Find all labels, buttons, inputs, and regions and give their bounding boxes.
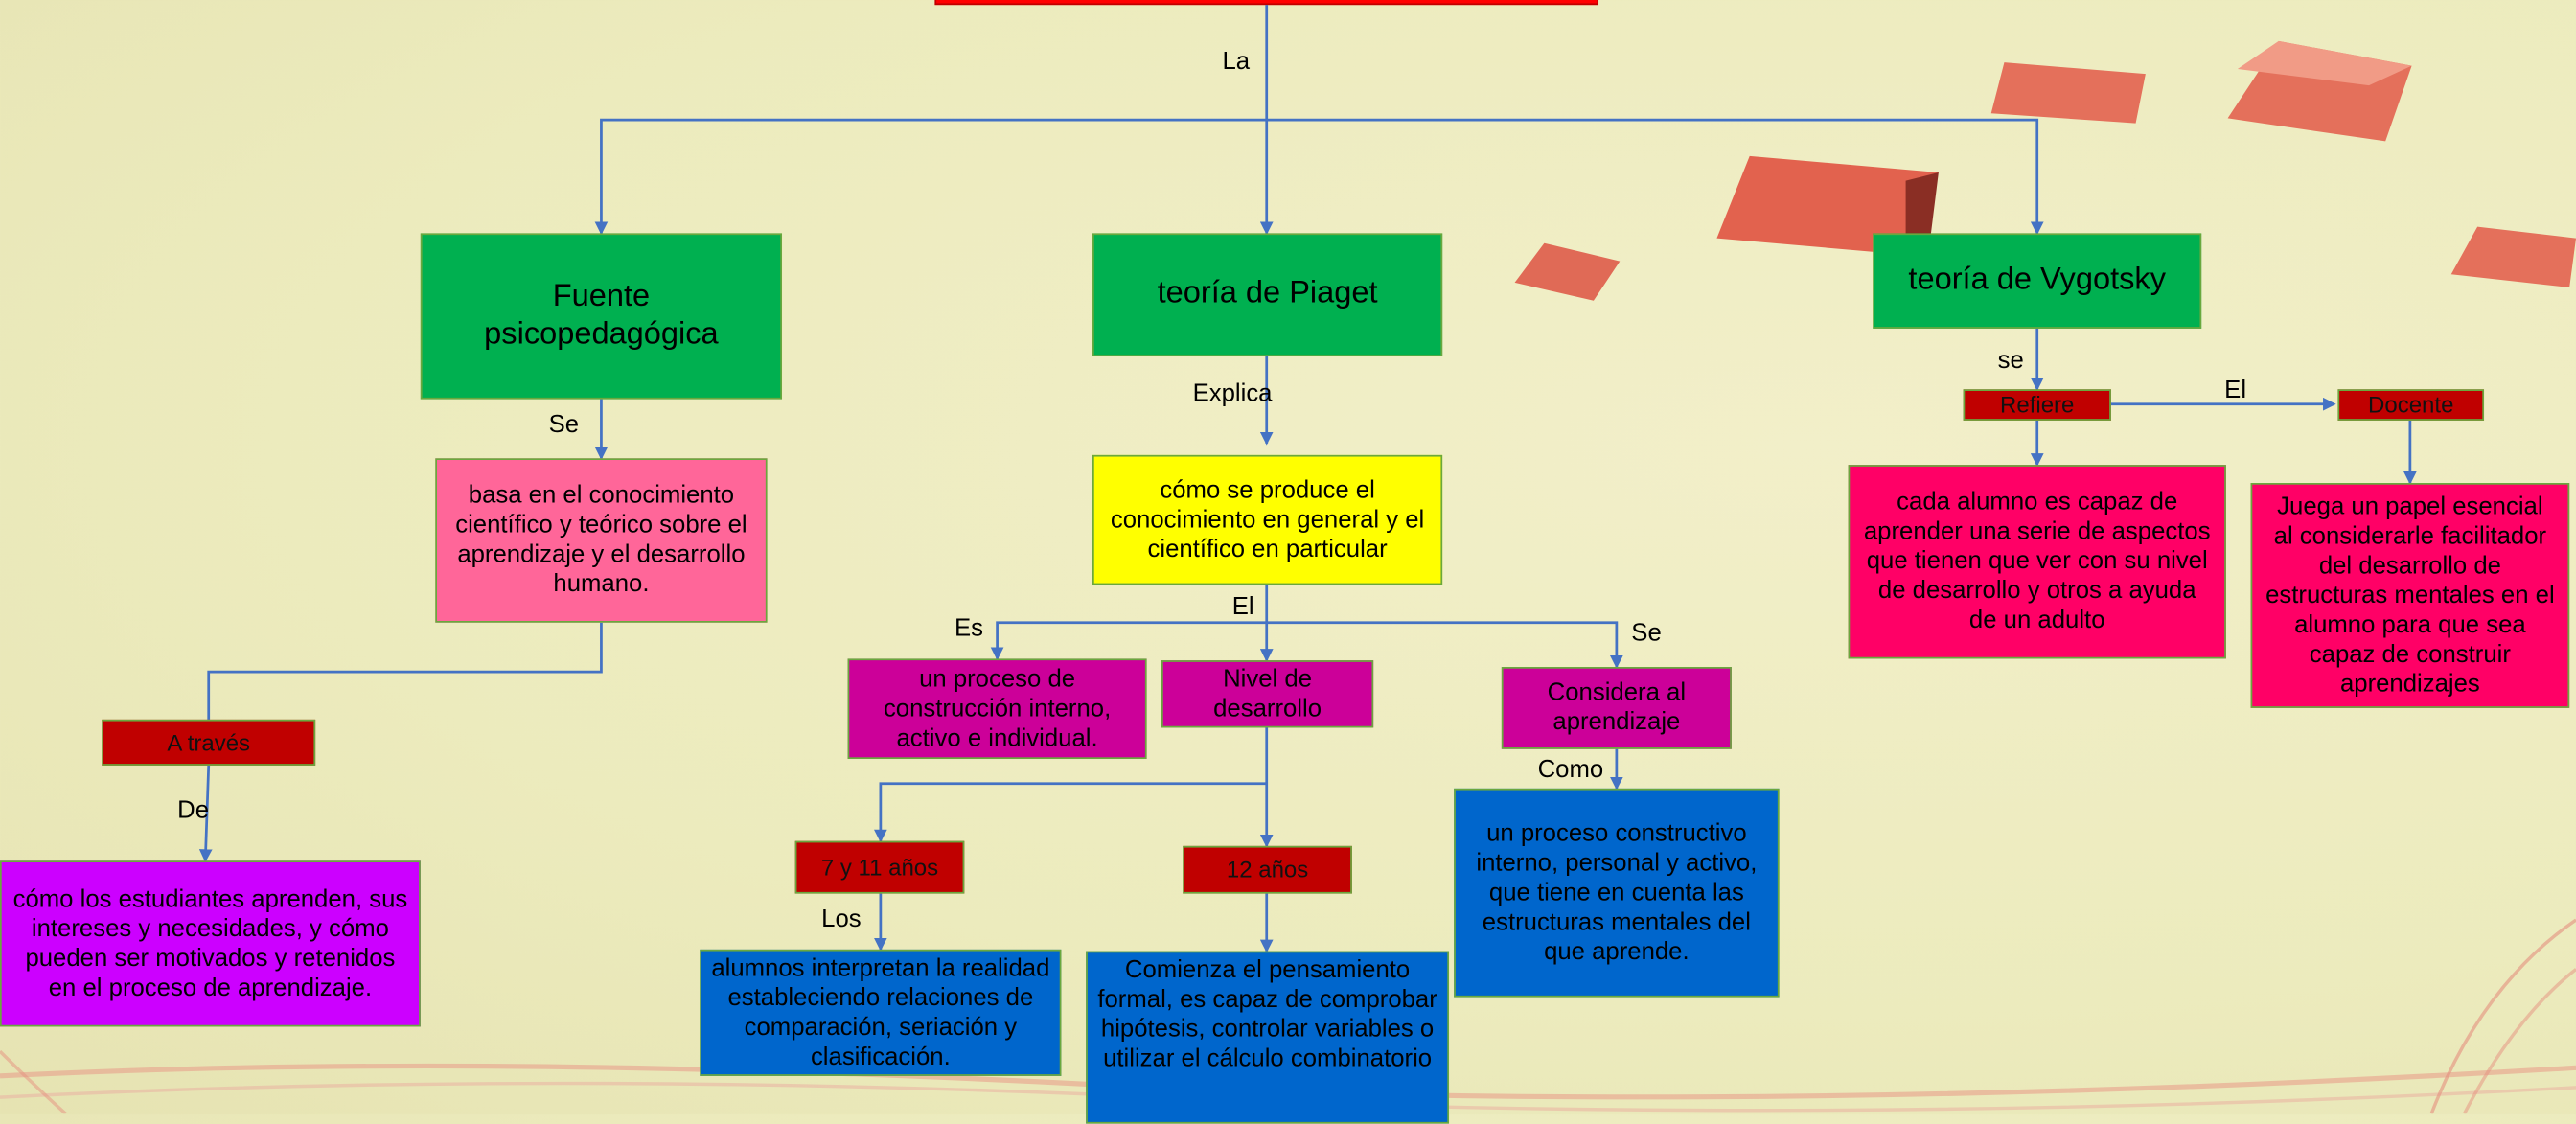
node-cada-alumno: cada alumno es capaz de aprender una ser… — [1848, 465, 2226, 659]
node-basa-conocimiento: basa en el conocimiento científico y teó… — [435, 458, 768, 623]
node-considera-aprendizaje: Considera al aprendizaje — [1501, 667, 1732, 749]
node-nivel-desarrollo: Nivel de desarrollo — [1162, 660, 1374, 728]
connector-el-piaget: El — [1231, 592, 1254, 622]
connector-como: Como — [1537, 755, 1604, 784]
node-comienza-pensamiento: Comienza el pensamiento formal, es capaz… — [1086, 951, 1450, 1124]
node-alumnos-interpretan: alumnos interpretan la realidad establec… — [700, 949, 1062, 1076]
node-a-traves: A través — [102, 719, 316, 766]
root-node — [934, 0, 1599, 6]
node-proceso-constructivo: un proceso constructivo interno, persona… — [1454, 788, 1780, 998]
node-juega-papel: Juega un papel esencial al considerarle … — [2250, 483, 2570, 708]
node-teoria-vygotsky: teoría de Vygotsky — [1873, 233, 2202, 329]
node-12-anos: 12 años — [1183, 845, 1352, 894]
node-fuente-psicopedagogica: Fuente psicopedagógica — [420, 233, 783, 400]
connector-se-fuente: Se — [548, 410, 580, 439]
connector-es: Es — [954, 614, 984, 643]
cube-decoration — [2227, 40, 2412, 142]
node-teoria-piaget: teoría de Piaget — [1092, 233, 1443, 357]
connector-de: De — [177, 796, 210, 825]
connector-explica: Explica — [1192, 379, 1273, 408]
node-como-se-produce: cómo se produce el conocimiento en gener… — [1092, 454, 1443, 585]
connector-se-vygotsky: se — [1997, 346, 2024, 375]
node-refiere: Refiere — [1963, 389, 2111, 421]
node-proceso-construccion: un proceso de construcción interno, acti… — [847, 658, 1147, 760]
connector-la: La — [1222, 47, 1251, 76]
node-7-11-anos: 7 y 11 años — [794, 840, 965, 894]
node-docente: Docente — [2337, 389, 2485, 421]
connector-se-piaget: Se — [1631, 619, 1662, 648]
connector-los: Los — [821, 905, 862, 933]
connector-el-docente: El — [2224, 376, 2247, 404]
cube-decoration — [2450, 226, 2576, 288]
cube-decoration — [1990, 62, 2146, 124]
cube-decoration — [1514, 242, 1621, 301]
node-como-estudiantes: cómo los estudiantes aprenden, sus inter… — [0, 860, 421, 1027]
